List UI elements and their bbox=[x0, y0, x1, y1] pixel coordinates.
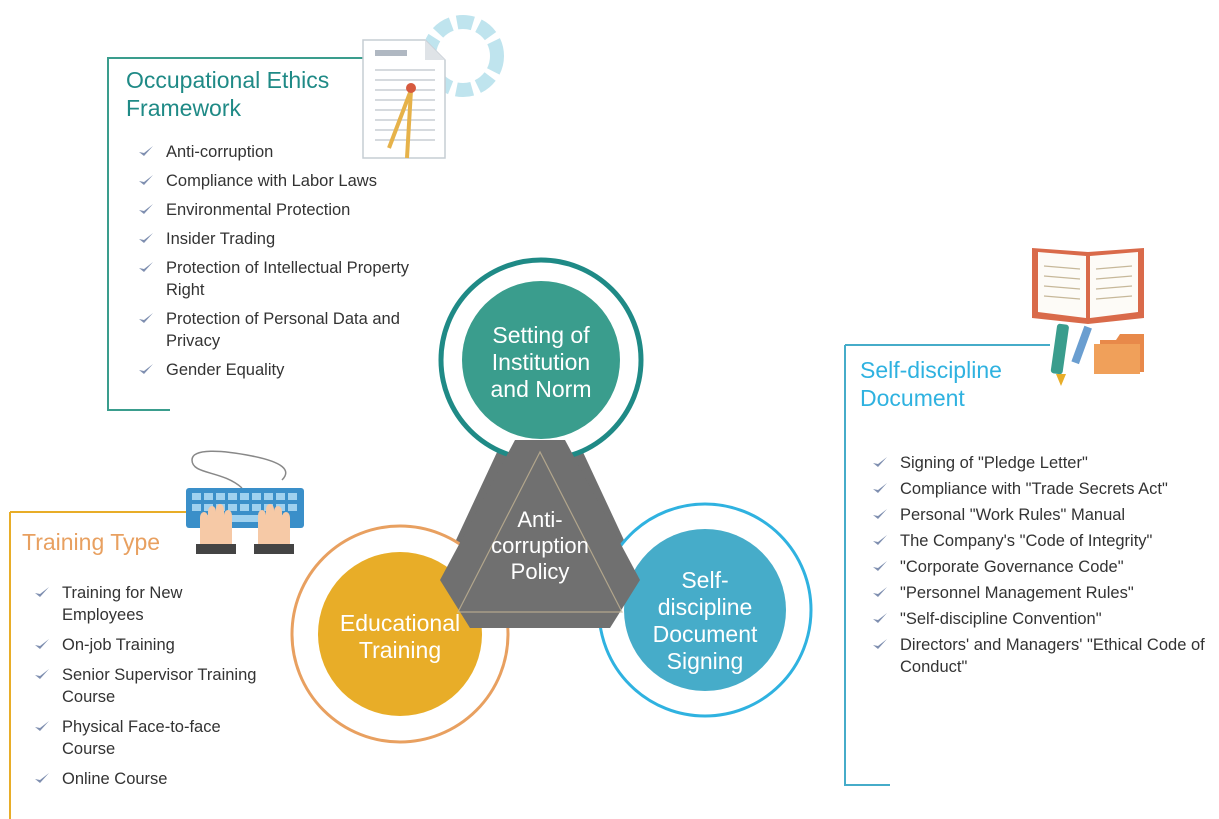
list-item: Anti-corruption bbox=[138, 141, 438, 163]
list-item: Compliance with Labor Laws bbox=[138, 170, 438, 192]
list-item-text: The Company's "Code of Integrity" bbox=[900, 532, 1153, 550]
check-icon bbox=[873, 457, 887, 467]
check-icon bbox=[35, 721, 49, 731]
list-item: Gender Equality bbox=[138, 359, 438, 381]
list-item: Training for New Employees bbox=[34, 582, 264, 626]
list-item-text: Anti-corruption bbox=[166, 143, 274, 161]
list-item-text: Online Course bbox=[62, 770, 168, 788]
list-item: Protection of Intellectual Property Righ… bbox=[138, 257, 438, 301]
list-item-text: Compliance with Labor Laws bbox=[166, 172, 377, 190]
list-item: "Personnel Management Rules" bbox=[872, 582, 1212, 604]
list-item-text: "Personnel Management Rules" bbox=[900, 584, 1134, 602]
center-triangle-front-lines bbox=[457, 450, 623, 613]
check-icon bbox=[139, 364, 153, 374]
list-item: Insider Trading bbox=[138, 228, 438, 250]
list-item-text: Environmental Protection bbox=[166, 201, 351, 219]
check-icon bbox=[35, 669, 49, 679]
list-item-text: Gender Equality bbox=[166, 361, 285, 379]
discipline-list: Signing of "Pledge Letter" Compliance wit… bbox=[872, 452, 1212, 682]
check-icon bbox=[35, 587, 49, 597]
list-item-text: Physical Face-to-face Course bbox=[62, 718, 221, 758]
check-icon bbox=[873, 509, 887, 519]
center-label: Anti-corruption Policy bbox=[491, 507, 589, 584]
list-item-text: "Corporate Governance Code" bbox=[900, 558, 1124, 576]
list-item-text: Compliance with "Trade Secrets Act" bbox=[900, 480, 1168, 498]
list-item: Online Course bbox=[34, 768, 264, 790]
list-item-text: Directors' and Managers' "Ethical Code o… bbox=[900, 636, 1205, 676]
list-item: The Company's "Code of Integrity" bbox=[872, 530, 1212, 552]
list-item-text: Training for New Employees bbox=[62, 584, 183, 624]
top-circle bbox=[462, 281, 620, 439]
top-circle-label: Setting of Institution and Norm bbox=[490, 322, 592, 402]
book-pencil-folder-icon bbox=[1032, 248, 1144, 386]
discipline-title: Self-discipline Document bbox=[860, 357, 1002, 411]
document-compass-icon bbox=[362, 15, 504, 159]
check-icon bbox=[35, 773, 49, 783]
center-triangle-front bbox=[440, 440, 640, 628]
check-icon bbox=[139, 175, 153, 185]
right-circle bbox=[624, 529, 786, 691]
check-icon bbox=[139, 262, 153, 272]
list-item: Signing of "Pledge Letter" bbox=[872, 452, 1212, 474]
keyboard-hands-icon bbox=[186, 450, 304, 554]
list-item: Environmental Protection bbox=[138, 199, 438, 221]
list-item: Directors' and Managers' "Ethical Code o… bbox=[872, 634, 1212, 678]
check-icon bbox=[139, 146, 153, 156]
list-item-text: Personal "Work Rules" Manual bbox=[900, 506, 1126, 524]
list-item: Physical Face-to-face Course bbox=[34, 716, 264, 760]
training-title: Training Type bbox=[22, 529, 161, 555]
check-icon bbox=[139, 233, 153, 243]
list-item-text: Protection of Intellectual Property Righ… bbox=[166, 259, 410, 299]
list-item: Personal "Work Rules" Manual bbox=[872, 504, 1212, 526]
list-item-text: Insider Trading bbox=[166, 230, 276, 248]
check-icon bbox=[873, 613, 887, 623]
list-item: Senior Supervisor Training Course bbox=[34, 664, 264, 708]
left-circle-label: Educational Training bbox=[339, 610, 461, 663]
check-icon bbox=[139, 204, 153, 214]
ethics-bracket bbox=[107, 57, 365, 411]
check-icon bbox=[873, 639, 887, 649]
list-item-text: Senior Supervisor Training Course bbox=[62, 666, 257, 706]
list-item: On-job Training bbox=[34, 634, 264, 656]
check-icon bbox=[35, 639, 49, 649]
training-bracket bbox=[9, 511, 190, 819]
right-circle-label: Self-discipline Document Signing bbox=[652, 567, 758, 674]
list-item-text: "Self-discipline Convention" bbox=[900, 610, 1102, 628]
left-circle bbox=[318, 552, 482, 716]
check-icon bbox=[873, 483, 887, 493]
check-icon bbox=[139, 313, 153, 323]
ethics-title: Occupational Ethics Framework bbox=[126, 67, 330, 121]
list-item: Compliance with "Trade Secrets Act" bbox=[872, 478, 1212, 500]
list-item: "Corporate Governance Code" bbox=[872, 556, 1212, 578]
list-item-text: On-job Training bbox=[62, 636, 175, 654]
list-item: "Self-discipline Convention" bbox=[872, 608, 1212, 630]
list-item-text: Protection of Personal Data and Privacy bbox=[166, 310, 400, 350]
check-icon bbox=[873, 587, 887, 597]
list-item: Protection of Personal Data and Privacy bbox=[138, 308, 438, 352]
list-item-text: Signing of "Pledge Letter" bbox=[900, 454, 1088, 472]
check-icon bbox=[873, 535, 887, 545]
check-icon bbox=[873, 561, 887, 571]
